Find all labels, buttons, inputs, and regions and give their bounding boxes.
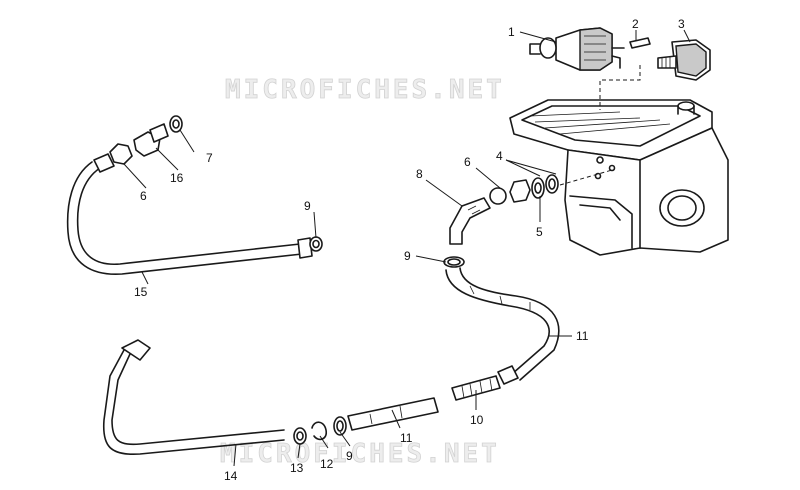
part-10-connector	[451, 365, 519, 401]
callout-2: 2	[632, 17, 639, 31]
oil-reservoir-tank	[509, 99, 729, 256]
callout-14: 14	[224, 469, 238, 483]
part-11-hose-main	[445, 267, 560, 381]
part-9-clamp-bottom	[333, 416, 347, 436]
callout-6-left: 6	[140, 189, 147, 203]
callout-13: 13	[290, 461, 304, 475]
callout-7: 7	[206, 151, 213, 165]
washer-stack-right	[489, 174, 559, 205]
callout-1: 1	[508, 25, 515, 39]
callout-11-short: 11	[400, 431, 413, 445]
part-14-pipe	[102, 339, 285, 456]
leader-lines	[123, 29, 691, 467]
watermark-bottom: MICROFICHES.NET	[220, 439, 500, 469]
part-15-pipe	[66, 153, 313, 275]
callout-5: 5	[536, 225, 543, 239]
callout-11-main: 11	[576, 329, 589, 343]
fitting-stack-left	[109, 115, 183, 165]
part-3-check-valve	[657, 39, 711, 81]
part-9-clamp-middle	[443, 256, 465, 268]
callout-8: 8	[416, 167, 423, 181]
callout-10: 10	[470, 413, 484, 427]
assembly-dashed-line	[599, 65, 641, 110]
callout-4: 4	[496, 149, 503, 163]
part-1-pressure-valve	[529, 27, 625, 71]
callout-3: 3	[678, 17, 685, 31]
callout-16: 16	[170, 171, 184, 185]
callout-12: 12	[320, 457, 334, 471]
part-13-washer	[293, 427, 307, 445]
callout-labels: 1 2 3 4 5 6 6 7 8 9 9 9 10 11 11 12 13 1…	[134, 17, 685, 483]
watermark-top: MICROFICHES.NET	[225, 75, 505, 105]
part-2-pin	[629, 37, 651, 49]
callout-9-middle: 9	[404, 249, 411, 263]
callout-9-bottom: 9	[346, 449, 353, 463]
part-11-hose-short	[347, 397, 439, 431]
part-9-clamp-left	[309, 236, 323, 252]
callout-15: 15	[134, 285, 148, 299]
callout-9-left: 9	[304, 199, 311, 213]
callout-6-right: 6	[464, 155, 471, 169]
part-8-elbow-fitting	[449, 197, 491, 245]
assembly-dashed-line-2	[559, 169, 613, 186]
part-12-ring	[311, 421, 328, 441]
